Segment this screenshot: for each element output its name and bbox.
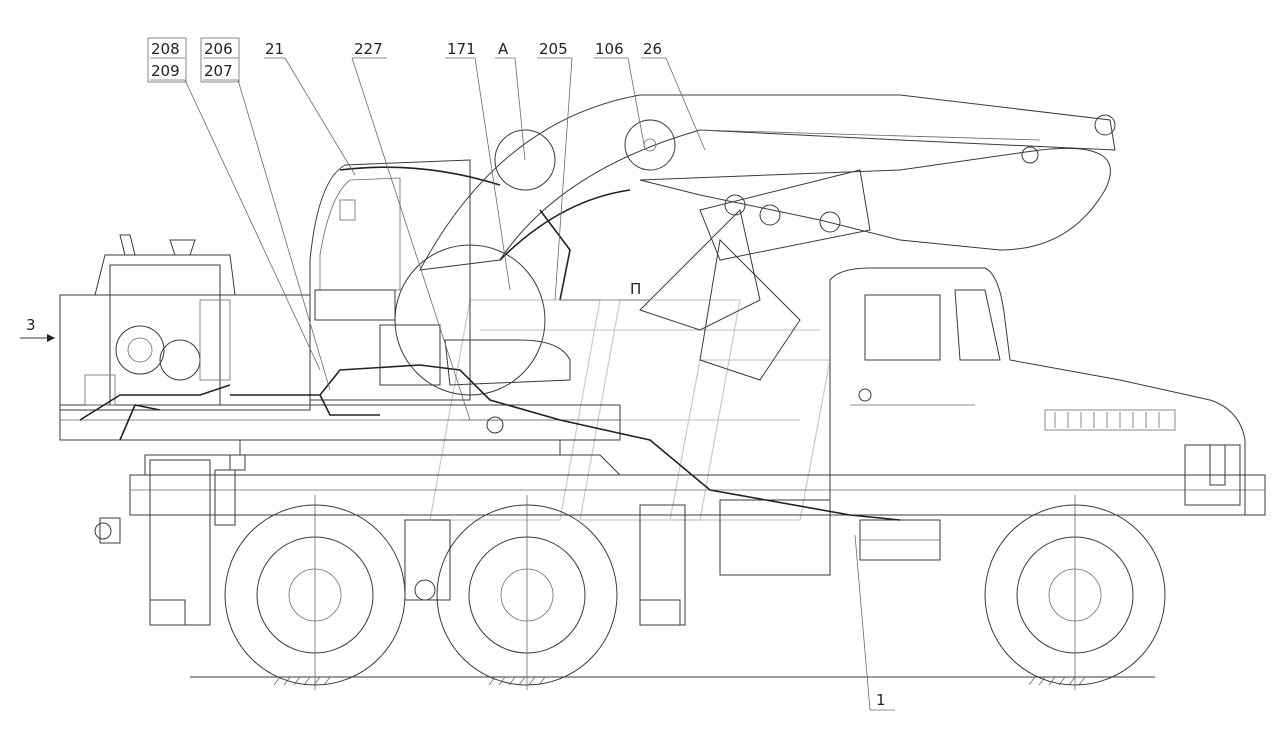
callout-21: 21 [265, 40, 284, 58]
callout-208: 208 [151, 40, 180, 58]
callout-207: 207 [204, 62, 233, 80]
wiring-harness [230, 364, 901, 521]
callout-209: 209 [151, 62, 180, 80]
operator-cabin [309, 159, 571, 401]
callout-A: А [498, 40, 509, 58]
watermark-logo [429, 299, 831, 521]
truck-cab [829, 267, 1246, 516]
callout-227: 227 [354, 40, 383, 58]
view-arrow-3 [20, 334, 55, 342]
rear-wheel-2 [436, 495, 618, 690]
callout-1: 1 [876, 691, 886, 709]
engine-compartment [59, 234, 311, 441]
front-wheel [984, 495, 1166, 690]
callout-26: 26 [643, 40, 662, 58]
callout-171: 171 [447, 40, 476, 58]
truck-chassis [94, 459, 1266, 626]
callout-3: 3 [26, 316, 36, 334]
callout-205: 205 [539, 40, 568, 58]
callout-106: 106 [595, 40, 624, 58]
excavator-boom [419, 94, 1116, 381]
leader-lines [150, 57, 895, 711]
callout-P: П [630, 280, 641, 298]
ground-line [190, 676, 1155, 686]
turntable-base [59, 404, 622, 476]
rear-wheel-1 [224, 495, 406, 690]
callout-206: 206 [204, 40, 233, 58]
